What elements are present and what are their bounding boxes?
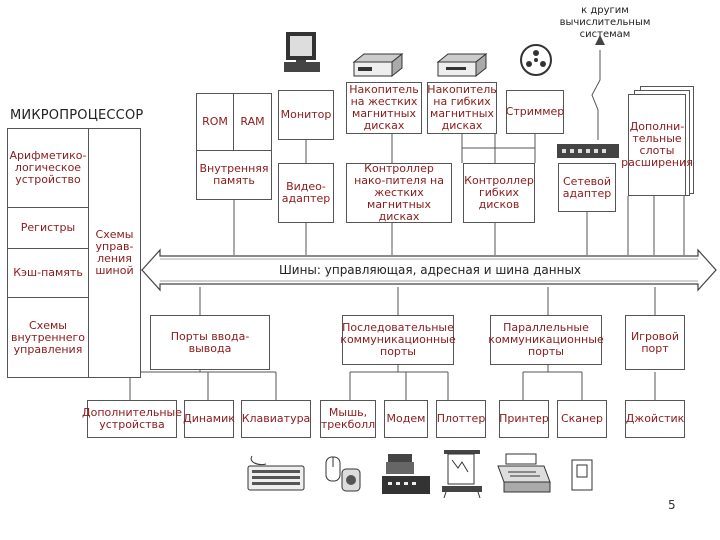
serial-ports-box: Последовательные коммуникационные порты	[340, 315, 456, 365]
bus-label: Шины: управляющая, адресная и шина данны…	[278, 263, 582, 277]
printer-box: Принтер	[499, 400, 549, 438]
rom-box: ROM	[196, 93, 234, 151]
bus-arrow	[141, 248, 717, 292]
fdd-controller-box: Контроллер гибких дисков	[463, 163, 535, 223]
cpu-title: МИКРОПРОЦЕССОР	[10, 108, 144, 123]
game-port-box: Игровой порт	[625, 315, 685, 370]
hdd-controller-box: Контроллер нако-пителя на жестких магнит…	[346, 163, 452, 223]
network-hub-icon	[557, 144, 619, 158]
streamer-box: Стриммер	[506, 90, 564, 134]
modem-box: Модем	[384, 400, 428, 438]
monitor-icon	[284, 32, 320, 72]
tape-reel-icon	[520, 44, 552, 76]
joystick-box: Джойстик	[625, 400, 685, 438]
video-adapter-box: Видео-адаптер	[278, 163, 334, 223]
parallel-ports-box: Параллельные коммуникационные порты	[488, 315, 604, 365]
modem-phone-icon	[382, 454, 430, 494]
cache-box: Кэш-память	[7, 248, 89, 298]
internal-control-box: Схемы внутреннего управления	[7, 297, 89, 378]
hard-disk-icon	[352, 52, 404, 78]
slots-box: Дополни-тельные слоты расширения	[621, 94, 693, 196]
mouse-icon	[325, 456, 361, 492]
hdd-box: Накопитель на жестких магнитных дисках	[346, 82, 422, 134]
floppy-drive-icon	[436, 52, 488, 78]
internal-memory-box: Внутренняя память	[196, 150, 272, 200]
ram-box: RAM	[233, 93, 272, 151]
bus-control-box: Схемы управ-ления шиной	[88, 207, 141, 298]
monitor-box: Монитор	[278, 90, 334, 140]
mouse-box: Мышь, трекболл	[320, 400, 376, 438]
printer-icon	[497, 453, 551, 493]
other-systems-label: к другим вычислительным системам	[559, 5, 651, 40]
scanner-icon	[571, 459, 593, 491]
keyboard-box: Клавиатура	[241, 400, 311, 438]
extra-devices-box: Дополнительные устройства	[82, 400, 182, 438]
keyboard-icon	[247, 455, 305, 491]
network-adapter-box: Сетевой адаптер	[558, 163, 616, 212]
alu-box: Арифметико-логическое устройство	[7, 128, 89, 208]
plotter-icon	[442, 450, 482, 498]
plotter-box: Плоттер	[436, 400, 486, 438]
registers-box: Регистры	[7, 207, 89, 249]
scanner-box: Сканер	[557, 400, 607, 438]
fdd-box: Накопитель на гибких магнитных дисках	[427, 82, 497, 134]
speaker-box: Динамик	[183, 400, 235, 438]
page-number: 5	[668, 498, 676, 512]
io-ports-box: Порты ввода-вывода	[150, 315, 270, 370]
